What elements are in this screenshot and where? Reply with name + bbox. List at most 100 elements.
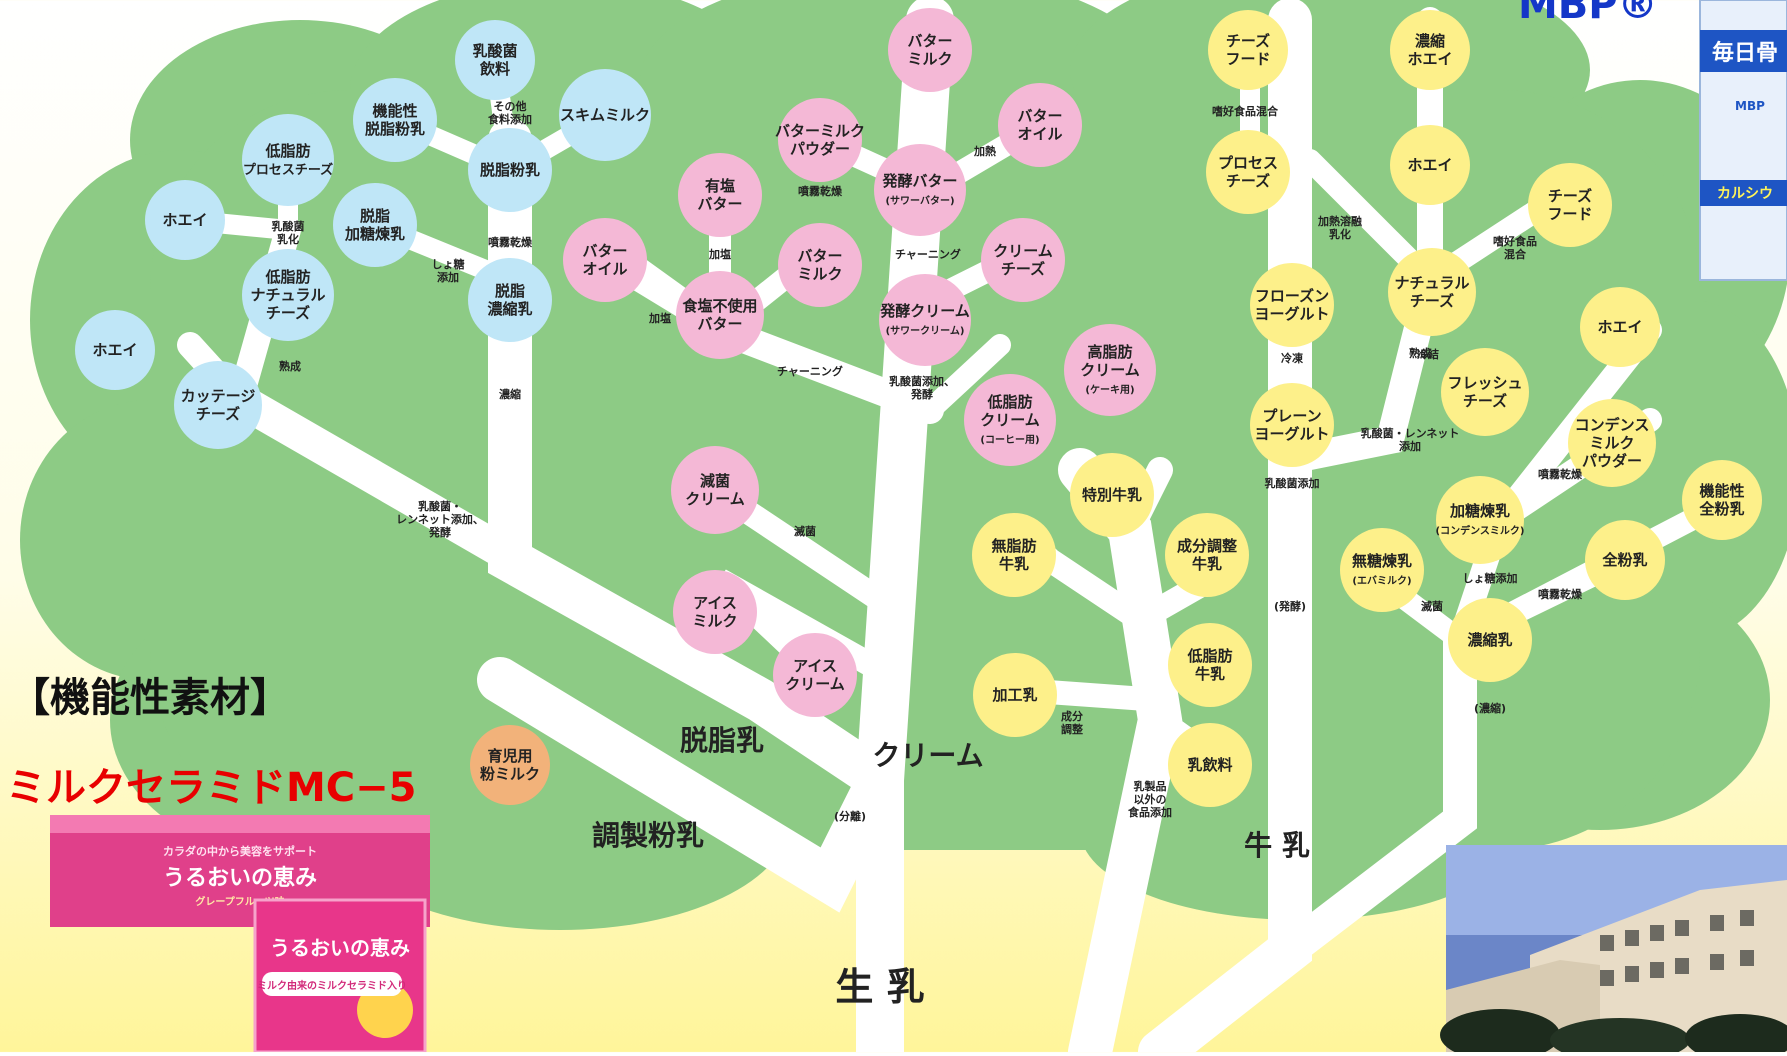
node-label-line: 加工乳 [991, 686, 1037, 704]
node-label-line: オイル [582, 260, 627, 278]
node-label-line: オイル [1017, 125, 1062, 143]
node-label-line: チーズ [1463, 392, 1507, 410]
process-label-mekkin-2: 滅菌 [1421, 599, 1443, 613]
process-label-nyuseihin-igai: 乳製品 [1134, 779, 1167, 793]
node-whey-3: ホエイ [1390, 125, 1470, 205]
node-tokubetsu-gyunyu: 特別牛乳 [1070, 453, 1154, 537]
process-label-shotou-tenka: 添加 [437, 270, 459, 284]
node-label-line: チーズ [196, 405, 240, 423]
process-label-nyusankin-kouso: 乳化 [277, 232, 299, 246]
node-label-line: 脱脂 [360, 207, 390, 225]
node-label-line: (エバミルク) [1352, 575, 1411, 587]
node-circle [353, 78, 437, 162]
node-label-line: 高脂肪 [1087, 343, 1132, 361]
node-butter-milk: バターミルク [888, 8, 972, 92]
process-label-nyuseihin-igai: 食品添加 [1128, 805, 1172, 819]
node-label-line: バター [1017, 107, 1062, 125]
node-label-line: (サワーバター) [885, 195, 954, 207]
process-label-nyusankin-kouso: 乳酸菌 [272, 219, 305, 233]
node-circle [981, 218, 1065, 302]
milk-box-mbp: MBP [1735, 99, 1765, 113]
node-label-line: ヨーグルト [1254, 305, 1329, 323]
node-label-line: 食塩不使用 [682, 297, 757, 315]
node-mutou-rennyu: 無糖煉乳(エバミルク) [1340, 528, 1424, 612]
branch-formula: 調製粉乳 [592, 819, 704, 852]
node-noshukunyu: 濃縮乳 [1448, 598, 1532, 682]
process-label-shikou-konwa-2: 嗜好食品 [1493, 234, 1537, 248]
node-skim-milk: スキムミルク [559, 69, 651, 161]
node-circle [559, 69, 651, 161]
node-label-line: クリーム [980, 411, 1040, 429]
process-label-reitou-2: 冷結 [1417, 347, 1439, 361]
node-circle [145, 180, 225, 260]
process-label-kaen-1: 加塩 [708, 247, 731, 261]
process-label-shotou-tenka-2: しょ糖添加 [1463, 571, 1518, 585]
node-label-line: 全粉乳 [1601, 551, 1647, 569]
branch-milk: 牛 乳 [1244, 829, 1310, 862]
node-label-line: アイス [693, 594, 737, 612]
node-label-line: 機能性 [1699, 482, 1744, 500]
node-circle [1206, 130, 1290, 214]
node-label-line: 低脂肪 [986, 393, 1032, 411]
node-circle [455, 20, 535, 100]
node-label-line: ホエイ [1407, 156, 1452, 174]
node-label-line: クリーム [1080, 361, 1140, 379]
node-label-line: ミルク [692, 612, 737, 630]
node-label-line: ミルク [907, 50, 952, 68]
node-whey-1: ホエイ [145, 180, 225, 260]
process-label-rennet-hakko: レンネット添加、 [396, 512, 484, 526]
node-label-line: ホエイ [1407, 50, 1452, 68]
node-circle [1250, 263, 1334, 347]
node-circle [1436, 476, 1524, 564]
node-circle [673, 570, 757, 654]
node-label-line: 発酵バター [881, 172, 957, 190]
process-label-funmu-kanso-2: 噴霧乾燥 [798, 184, 843, 198]
process-label-shikou-konwa-1: 嗜好食品混合 [1212, 104, 1279, 118]
node-label-line: カッテージ [181, 387, 256, 405]
node-label-line: 低脂肪 [1186, 647, 1232, 665]
node-label-line: 脱脂 [495, 282, 525, 300]
process-label-kanetsu-yuka: 加熱溶融 [1317, 214, 1362, 228]
node-label-line: (サワークリーム) [886, 325, 965, 337]
node-label-line: コンデンス [1575, 416, 1650, 434]
node-label-line: フード [1225, 50, 1270, 68]
branch-skim: 脱脂乳 [680, 724, 764, 757]
node-circle [778, 223, 862, 307]
node-circle [1070, 453, 1154, 537]
package-tagline: カラダの中から美容をサポート [163, 844, 317, 858]
node-circle [468, 258, 552, 342]
branch-names: 生 乳 クリーム 脱脂乳 調製粉乳 牛 乳 (分離) [592, 724, 1310, 1009]
node-hakko-cream: 発酵クリーム(サワークリーム) [879, 274, 971, 366]
node-label-line: チーズ [1226, 172, 1270, 190]
process-label-funmu-kanso-3: 噴霧乾燥 [1538, 467, 1583, 481]
process-label-funmu-kanso-4: 噴霧乾燥 [1538, 587, 1583, 601]
node-label-line: 加糖煉乳 [344, 225, 405, 243]
process-label-kaen-2: 加塩 [648, 311, 671, 325]
node-circle [1580, 287, 1660, 367]
process-label-noshuku-paren: (濃縮) [1474, 701, 1506, 715]
node-label-line: フレッシュ [1447, 374, 1522, 392]
node-label-line: クリーム [785, 675, 845, 693]
node-label-line: 低脂肪 [264, 268, 310, 286]
node-circle [773, 633, 857, 717]
node-circle [75, 310, 155, 390]
node-label-line: (コーヒー用) [980, 434, 1039, 446]
factory-photo [1440, 845, 1787, 1056]
process-label-hakko-paren: (発酵) [1274, 599, 1306, 613]
node-circle [468, 128, 552, 212]
pouch-tag: ミルク由来のミルクセラミド入り [257, 979, 407, 992]
node-label-line: ナチュラル [250, 286, 325, 304]
node-circle [470, 725, 550, 805]
milk-ceramide-product-name: ミルクセラミドMC−5 [6, 765, 417, 811]
